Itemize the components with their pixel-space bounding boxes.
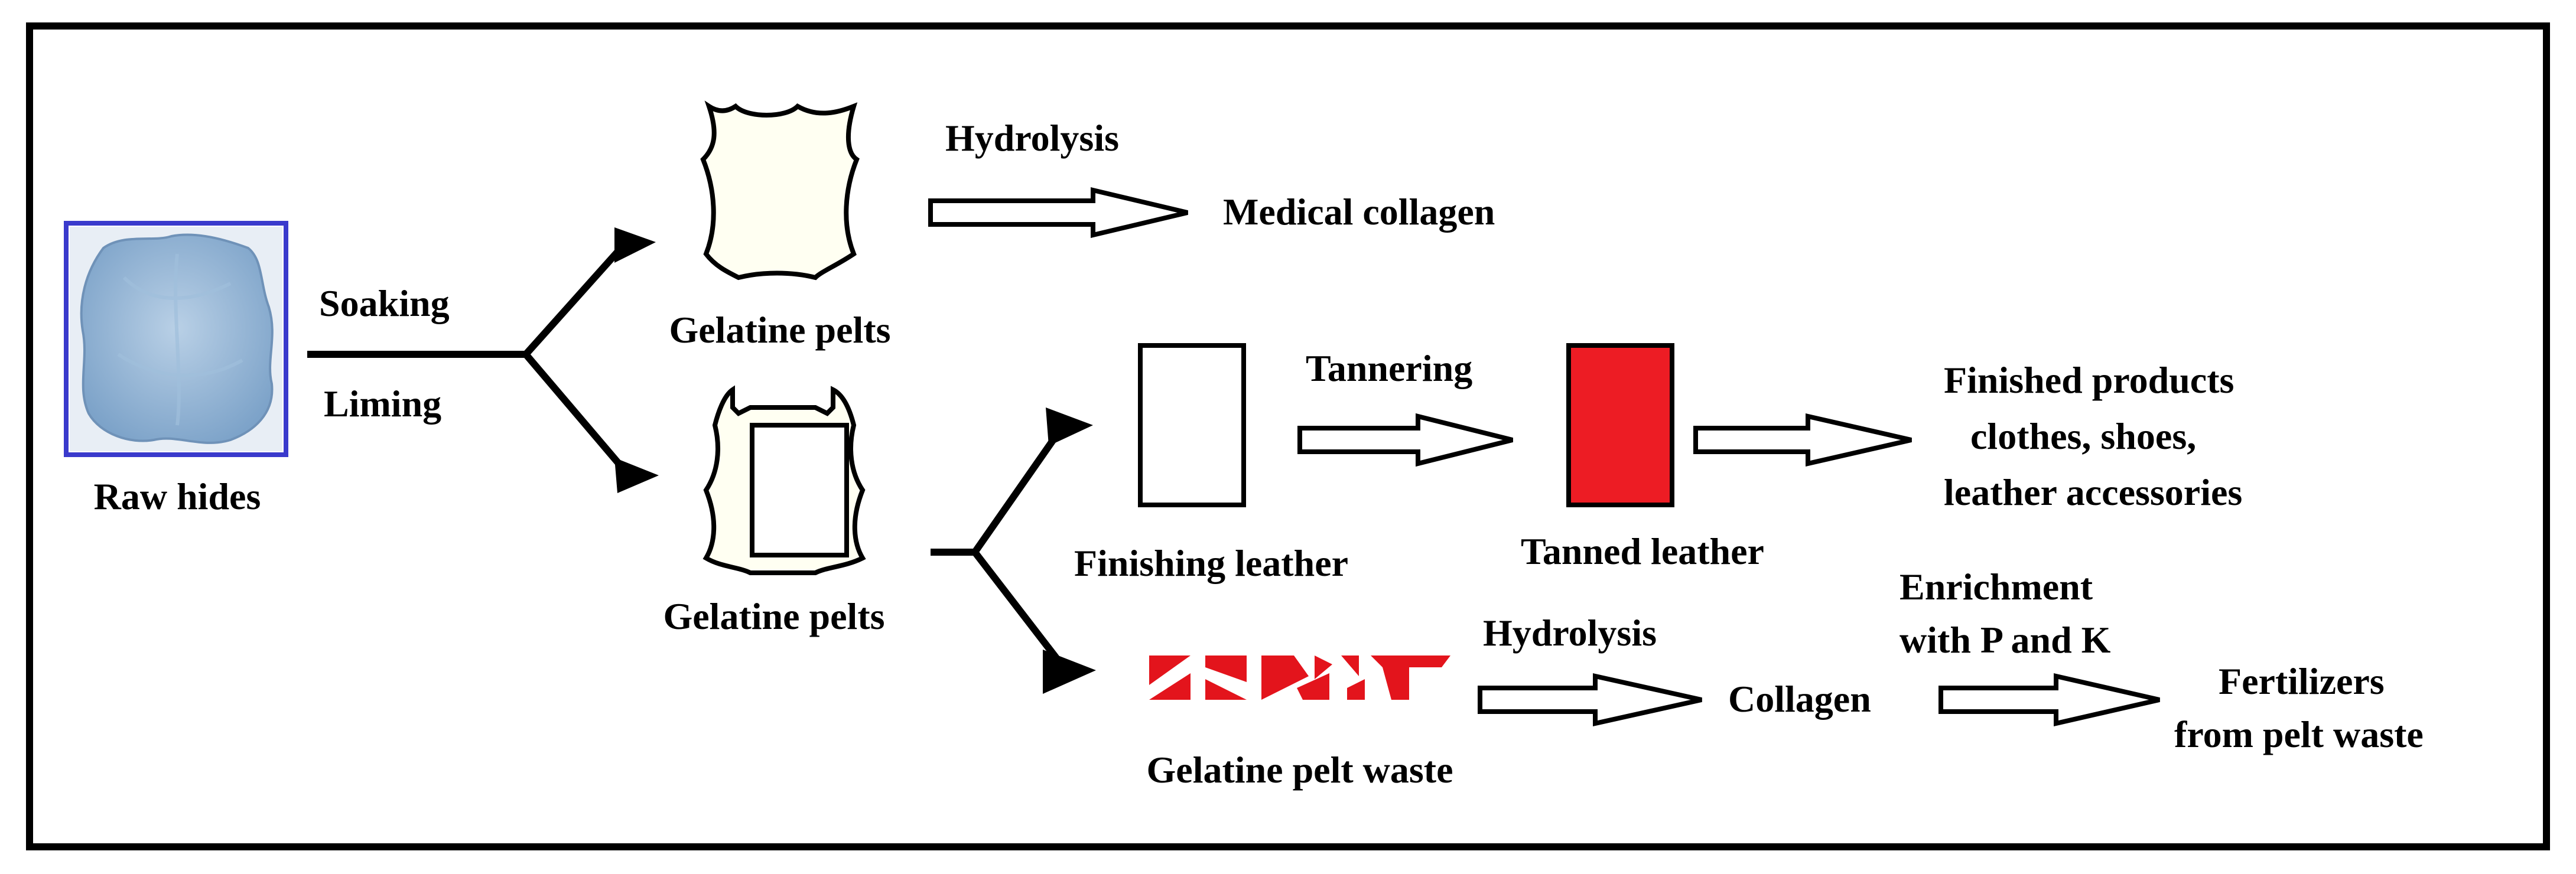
label-soaking: Soaking <box>319 282 450 324</box>
label-raw-hides: Raw hides <box>94 475 261 517</box>
label-gelatine-pelts-top: Gelatine pelts <box>669 309 890 351</box>
label-gelatine-pelt-waste: Gelatine pelt waste <box>1147 749 1453 791</box>
label-liming: Liming <box>324 383 441 425</box>
diagram-frame <box>26 22 2550 850</box>
raw-hides-image <box>64 221 288 457</box>
arrowhead-to-top-pelt <box>614 227 656 263</box>
arrowhead-to-bottom-pelt <box>614 458 659 493</box>
hollow-arrow-hydrolysis-top <box>928 187 1188 239</box>
label-finished-products-line2: clothes, shoes, <box>1970 415 2196 457</box>
label-fertilizers-line2: from pelt waste <box>2174 713 2424 755</box>
gelatine-pelt-waste-pieces <box>1149 656 1450 700</box>
label-collagen: Collagen <box>1728 678 1871 720</box>
label-medical-collagen: Medical collagen <box>1223 191 1495 233</box>
hollow-arrow-tannering <box>1297 413 1513 467</box>
tanned-leather-box <box>1566 343 1674 507</box>
label-hydrolysis-bottom: Hydrolysis <box>1483 612 1657 654</box>
label-hydrolysis-top: Hydrolysis <box>945 117 1119 159</box>
gelatine-pelt-icon-bottom <box>702 385 866 575</box>
label-fertilizers-line1: Fertilizers <box>2219 660 2385 702</box>
soaking-liming-connector <box>307 239 629 475</box>
label-gelatine-pelts-bottom: Gelatine pelts <box>663 595 884 637</box>
label-finished-products-line1: Finished products <box>1944 359 2234 401</box>
arrowhead-to-pelt-waste <box>1043 650 1096 694</box>
hollow-arrow-to-finished-products <box>1693 413 1912 467</box>
hollow-arrow-hydrolysis-bottom <box>1478 673 1702 726</box>
label-enrichment-line2: with P and K <box>1900 619 2111 661</box>
finishing-leather-box <box>1138 343 1246 507</box>
label-tanned-leather: Tanned leather <box>1521 530 1764 572</box>
label-finished-products-line3: leather accessories <box>1944 471 2242 513</box>
label-finishing-leather: Finishing leather <box>1074 542 1348 584</box>
label-enrichment-line1: Enrichment <box>1900 566 2093 608</box>
gelatine-pelt-icon-top <box>700 100 860 281</box>
bottom-pelt-branch-connector <box>931 423 1066 670</box>
arrowhead-to-finishing-leather <box>1046 407 1093 446</box>
hollow-arrow-enrichment <box>1938 673 2160 727</box>
label-tannering: Tannering <box>1306 347 1472 389</box>
